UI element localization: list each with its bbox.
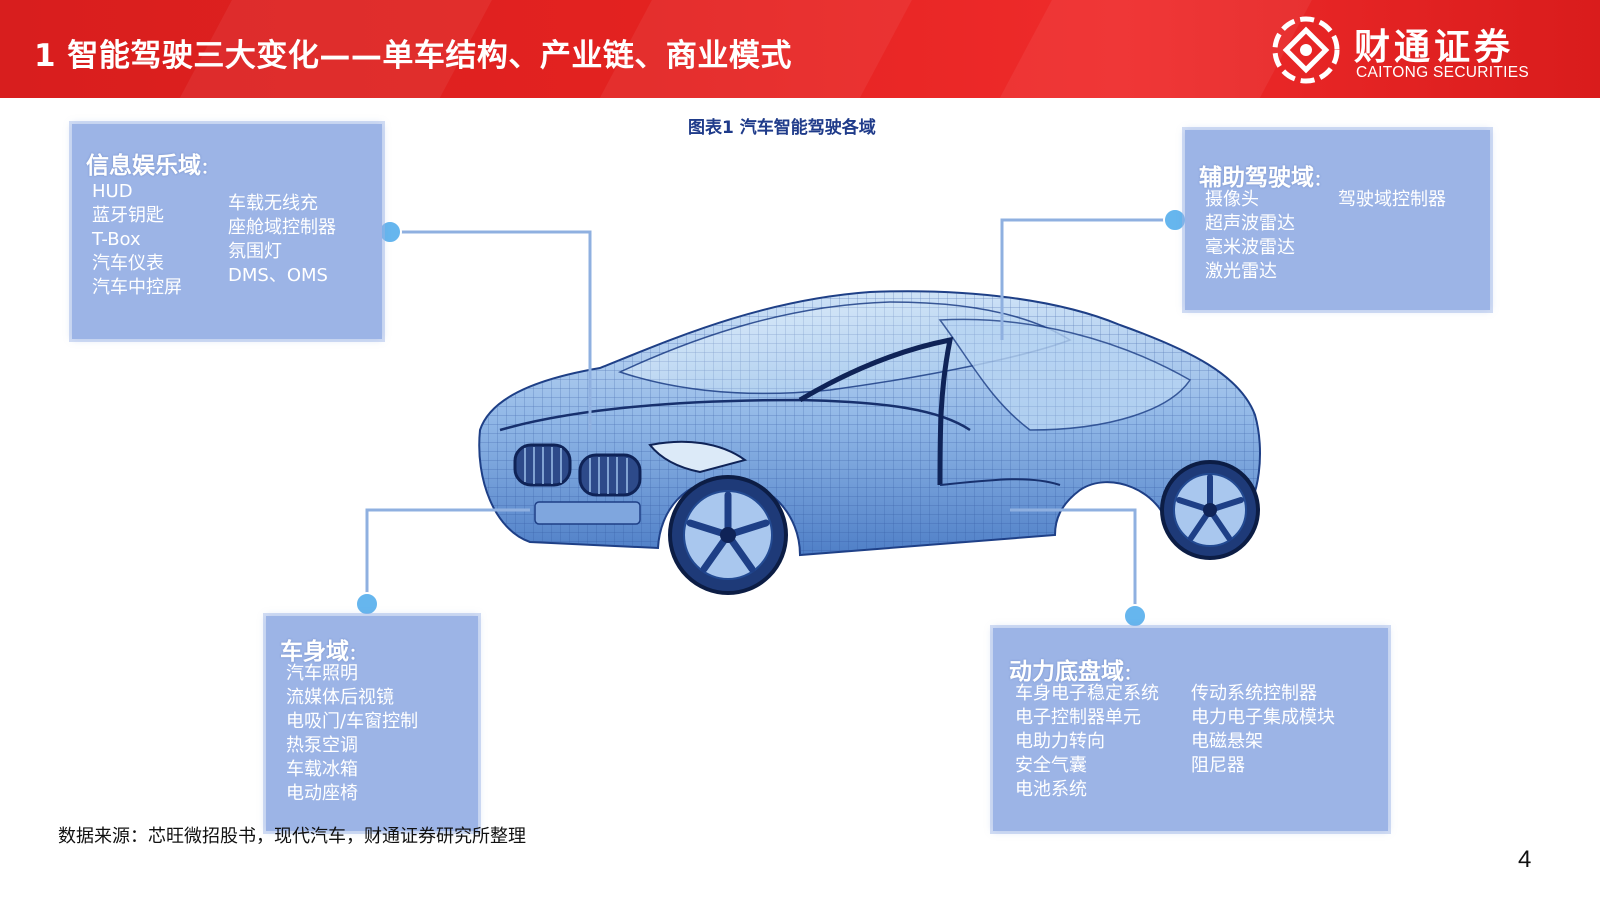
- list-item: 摄像头: [1205, 189, 1259, 210]
- car-wireframe-illustration: [478, 290, 1261, 595]
- logo-english-name: CAITONG SECURITIES: [1356, 64, 1530, 81]
- list-item: 座舱域控制器: [228, 217, 336, 238]
- body-items: 汽车照明 流媒体后视镜 电吸门/车窗控制 热泵空调 车载冰箱 电动座椅: [286, 662, 418, 806]
- list-item: 电助力转向: [1015, 731, 1105, 752]
- page-number: 4: [1518, 846, 1532, 873]
- list-item: 传动系统控制器: [1191, 683, 1317, 704]
- adas-domain-title: 辅助驾驶域：: [1199, 158, 1330, 192]
- list-item: 氛围灯: [228, 241, 282, 262]
- title-colon: ：: [1124, 664, 1141, 683]
- company-logo: 财通证券 CAITONG SECURITIES: [1270, 14, 1590, 86]
- list-item: 电子控制器单元: [1015, 707, 1141, 728]
- list-item: 电吸门/车窗控制: [286, 711, 419, 732]
- domain-title-text: 动力底盘域: [1009, 659, 1124, 685]
- connector-dot: [378, 220, 402, 244]
- logo-chinese-name: 财通证券: [1354, 27, 1515, 68]
- domain-title-text: 辅助驾驶域: [1199, 165, 1314, 191]
- domain-title-text: 信息娱乐域: [86, 153, 201, 179]
- adas-items-col1: 摄像头 超声波雷达 毫米波雷达 激光雷达: [1205, 188, 1295, 284]
- powertrain-chassis-domain-box: 动力底盘域： 车身电子稳定系统 电子控制器单元 电助力转向 安全气囊 电池系统 …: [993, 628, 1388, 831]
- title-colon: ：: [201, 158, 218, 177]
- list-item: 车载无线充: [228, 193, 318, 214]
- figure-title: 图表1 汽车智能驾驶各域: [688, 118, 876, 138]
- infotainment-domain-box: 信息娱乐域： HUD 蓝牙钥匙 T-Box 汽车仪表 汽车中控屏 车载无线充 座…: [72, 124, 382, 339]
- list-item: 毫米波雷达: [1205, 237, 1295, 258]
- infotainment-items-col2: 车载无线充 座舱域控制器 氛围灯 DMS、OMS: [228, 192, 336, 288]
- adas-items-col2: 驾驶域控制器: [1338, 188, 1446, 212]
- infotainment-items-col1: HUD 蓝牙钥匙 T-Box 汽车仪表 汽车中控屏: [92, 180, 182, 300]
- domain-title-text: 车身域: [280, 639, 349, 665]
- connector-dot: [1123, 604, 1147, 628]
- powertrain-domain-title: 动力底盘域：: [1009, 652, 1140, 686]
- list-item: 汽车仪表: [92, 253, 164, 274]
- list-item: 电动座椅: [286, 783, 358, 804]
- connector-dot: [355, 592, 379, 616]
- title-colon: ：: [349, 644, 366, 663]
- list-item: 激光雷达: [1205, 261, 1277, 282]
- list-item: 驾驶域控制器: [1338, 189, 1446, 210]
- list-item: 电磁悬架: [1191, 731, 1263, 752]
- list-item: 电池系统: [1015, 779, 1087, 800]
- list-item: 安全气囊: [1015, 755, 1087, 776]
- list-item: 流媒体后视镜: [286, 687, 394, 708]
- list-item: HUD: [92, 181, 133, 202]
- list-item: 热泵空调: [286, 735, 358, 756]
- header-banner: 1 智能驾驶三大变化——单车结构、产业链、商业模式 财通证券 CAITONG S…: [0, 0, 1600, 98]
- data-source-note: 数据来源：芯旺微招股书，现代汽车，财通证券研究所整理: [58, 826, 526, 847]
- list-item: 蓝牙钥匙: [92, 205, 164, 226]
- list-item: 阻尼器: [1191, 755, 1245, 776]
- list-item: 车载冰箱: [286, 759, 358, 780]
- connector-dot: [1163, 208, 1187, 232]
- list-item: 电力电子集成模块: [1191, 707, 1335, 728]
- powertrain-items-col1: 车身电子稳定系统 电子控制器单元 电助力转向 安全气囊 电池系统: [1015, 682, 1159, 802]
- body-domain-box: 车身域： 汽车照明 流媒体后视镜 电吸门/车窗控制 热泵空调 车载冰箱 电动座椅: [266, 616, 478, 831]
- adas-domain-box: 辅助驾驶域： 摄像头 超声波雷达 毫米波雷达 激光雷达 驾驶域控制器: [1185, 130, 1490, 310]
- list-item: DMS、OMS: [228, 265, 328, 286]
- title-colon: ：: [1314, 170, 1331, 189]
- powertrain-items-col2: 传动系统控制器 电力电子集成模块 电磁悬架 阻尼器: [1191, 682, 1335, 778]
- body-domain-title: 车身域：: [280, 632, 365, 666]
- list-item: T-Box: [92, 229, 141, 250]
- logo-icon: [1272, 16, 1340, 84]
- list-item: 车身电子稳定系统: [1015, 683, 1159, 704]
- list-item: 汽车照明: [286, 663, 358, 684]
- infotainment-domain-title: 信息娱乐域：: [86, 146, 217, 180]
- list-item: 汽车中控屏: [92, 277, 182, 298]
- page-title: 1 智能驾驶三大变化——单车结构、产业链、商业模式: [34, 38, 792, 74]
- list-item: 超声波雷达: [1205, 213, 1295, 234]
